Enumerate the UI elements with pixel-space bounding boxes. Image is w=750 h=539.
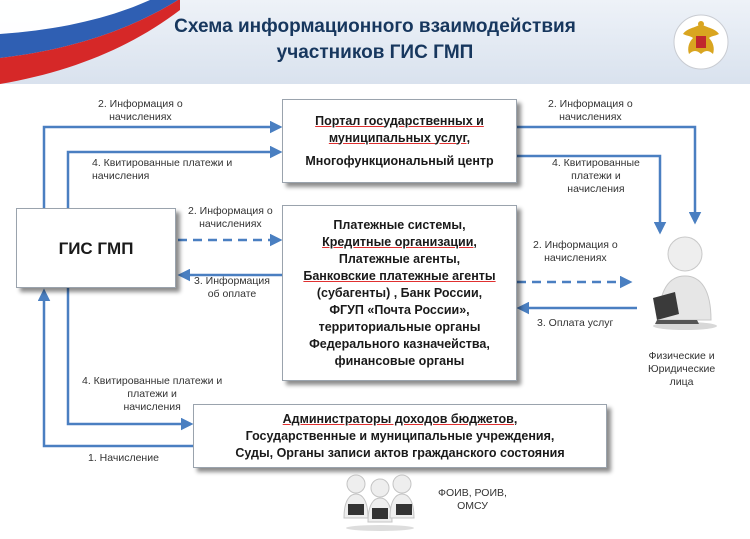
title-line-1: Схема информационного взаимодействия (174, 16, 576, 37)
admin-line-2: Государственные и муниципальные учрежден… (245, 428, 555, 443)
arrow-receipts-to-portal (66, 145, 283, 208)
arrow-info-to-portal (42, 120, 283, 208)
label-info-accruals-to-portal: 2. Информация о начислениях (98, 98, 183, 123)
arrow-receipts-to-admin (66, 288, 194, 431)
gis-gmp-label: ГИС ГМП (58, 238, 134, 258)
title-line-2: участников ГИС ГМП (276, 42, 474, 63)
portal-line-1: Портал государственных и (315, 113, 484, 128)
arrow-accrual-to-gis (37, 288, 193, 448)
payment-line: Платежные системы, (333, 217, 466, 232)
admin-line-1: Администраторы доходов бюджетов, (282, 411, 518, 426)
label-receipts-to-portal: 4. Квитированные платежи и начисления (92, 157, 233, 182)
label-service-payment: 3. Оплата услуг (537, 317, 614, 329)
russian-flag-icon (0, 0, 180, 84)
admin-line-3: Суды, Органы записи актов гражданского с… (235, 445, 565, 460)
payment-line: Кредитные организации, (322, 234, 477, 249)
payment-line: Федерального казначейства, (309, 336, 490, 351)
payment-line: (субагенты) , Банк России, (316, 285, 483, 300)
revenue-administrators-box: Администраторы доходов бюджетов, Государ… (193, 404, 607, 468)
portal-line-2: муниципальных услуг, (328, 130, 471, 145)
authorities-label: ФОИВ, РОИВ, ОМСУ (438, 487, 507, 512)
arrow-portal-info-to-individuals (517, 125, 702, 225)
portal-box: Портал государственных и муниципальных у… (282, 99, 517, 183)
label-info-accruals-payment-to-individuals: 2. Информация о начислениях (533, 239, 618, 264)
payment-line: территориальные органы (318, 319, 481, 334)
label-info-accruals-to-payment: 2. Информация о начислениях (188, 205, 273, 230)
person-at-laptop-icon (653, 236, 717, 330)
gis-gmp-box: ГИС ГМП (16, 208, 176, 288)
header-banner: Схема информационного взаимодействия уча… (0, 0, 750, 84)
arrow-portal-receipts-to-individuals (517, 154, 667, 235)
payment-line: ФГУП «Почта России», (329, 302, 470, 317)
payment-participants-box: Платежные системы, Кредитные организации… (282, 205, 517, 381)
portal-line-3: Многофункциональный центр (305, 153, 494, 168)
coat-of-arms-emblem-icon (673, 14, 729, 70)
label-receipts-to-individuals: 4. Квитированные платежи и начисления (552, 157, 640, 195)
people-at-computers-icon (343, 474, 415, 531)
label-payment-info: 3. Информация об оплате (194, 275, 270, 300)
label-info-accruals-to-individuals: 2. Информация о начислениях (548, 98, 633, 123)
payment-line: финансовые органы (334, 353, 465, 368)
page-title: Схема информационного взаимодействия уча… (140, 14, 610, 66)
label-receipts-to-admin: 4. Квитированные платежи и платежи и нач… (82, 375, 223, 413)
payment-line: Банковские платежные агенты (303, 268, 496, 283)
payment-line: Платежные агенты, (338, 251, 461, 266)
label-accrual: 1. Начисление (88, 452, 159, 464)
individuals-label: Физические и Юридические лица (648, 350, 716, 388)
